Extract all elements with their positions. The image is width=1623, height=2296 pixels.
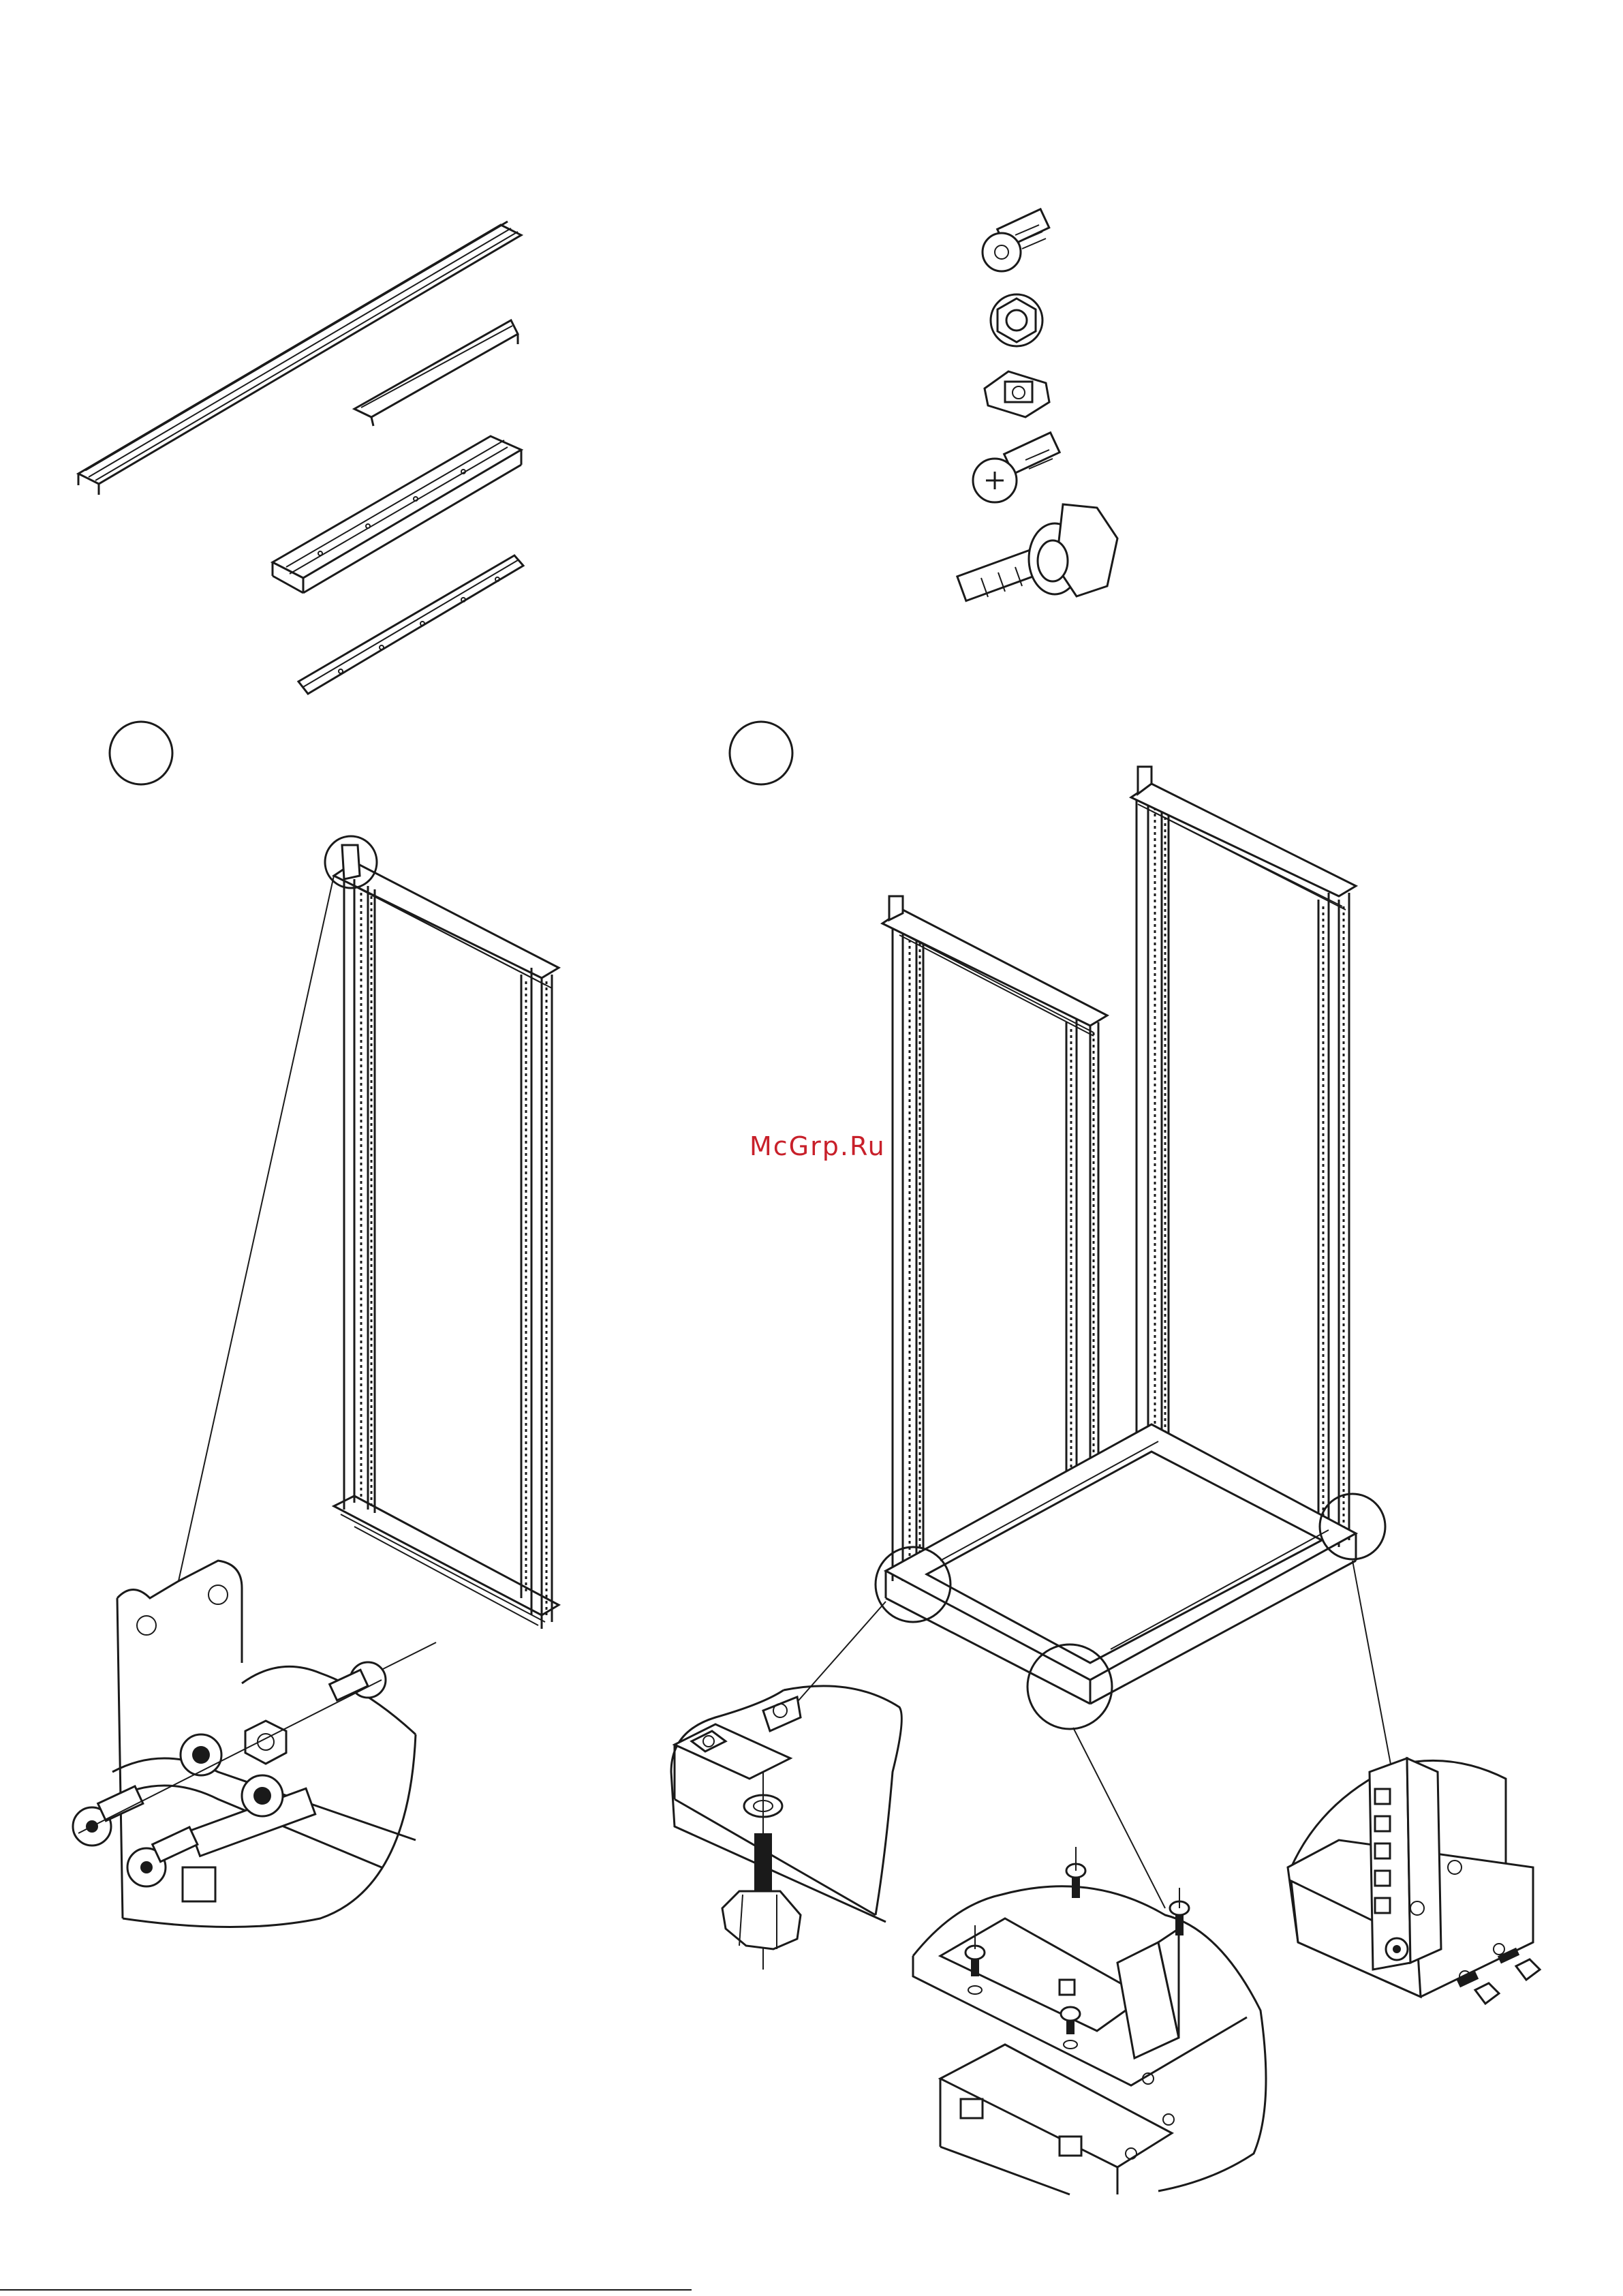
step-circle-2	[730, 722, 792, 784]
detail-back-corner	[1288, 1758, 1540, 2004]
screw-top-icon	[330, 1662, 386, 1700]
screw-icon	[1061, 2007, 1080, 2049]
screw-left-icon	[73, 1786, 143, 1846]
step-circle-1	[110, 722, 172, 784]
channel-rail	[273, 436, 521, 593]
detail-front-corner	[913, 1847, 1266, 2194]
short-bracket	[354, 320, 518, 426]
leveling-foot-icon	[957, 504, 1117, 601]
cage-nut-icon	[985, 371, 1049, 417]
assembled-rack	[784, 767, 1393, 1908]
phillips-screw-icon	[973, 433, 1060, 502]
detail-top-corner	[73, 1561, 436, 1927]
watermark-text: McGrp.Ru	[749, 1131, 886, 1161]
flange-nut-icon	[991, 294, 1042, 346]
single-rack-frame	[179, 836, 559, 1629]
button-head-screw-icon	[983, 209, 1049, 271]
parts-hardware	[957, 209, 1117, 601]
detail-leveling-foot	[671, 1686, 901, 1970]
parts-profiles	[78, 221, 523, 694]
